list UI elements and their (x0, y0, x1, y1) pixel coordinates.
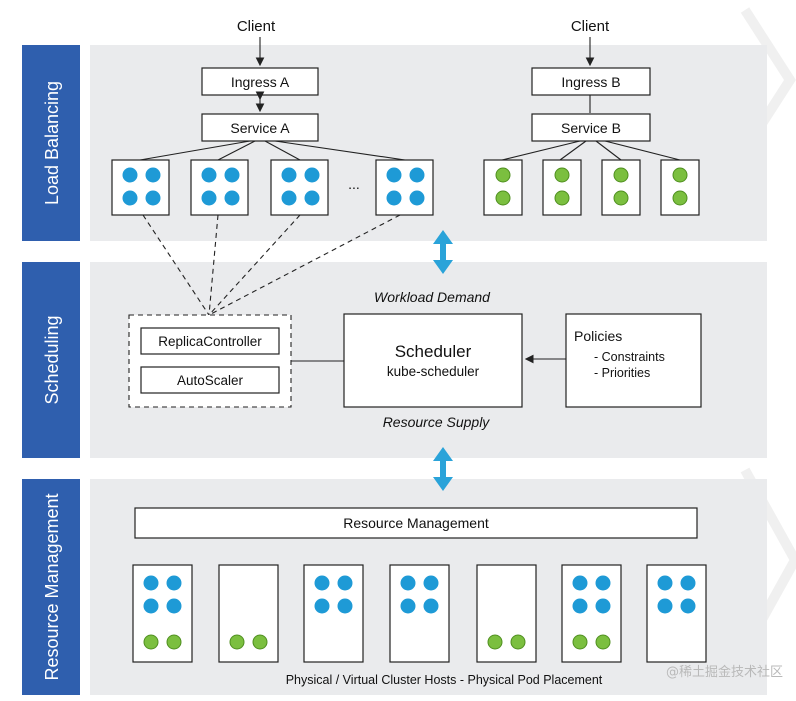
scheduler-title: Scheduler (395, 342, 472, 361)
band-title-load-balancing: Load Balancing (42, 81, 62, 205)
band-title-scheduling: Scheduling (42, 315, 62, 404)
service-a-node-3 (270, 159, 329, 216)
pod (122, 167, 138, 183)
service-b-node-3 (601, 159, 641, 216)
service-a-node-4 (375, 159, 434, 216)
controllers-group: ReplicaController AutoScaler (128, 314, 292, 408)
pod (672, 190, 688, 206)
pod (386, 190, 402, 206)
ellipsis-label: ... (348, 176, 360, 192)
ingress-b: Ingress B (531, 67, 651, 96)
pod (281, 190, 297, 206)
host-5 (476, 564, 537, 663)
policy-constraints: - Constraints (594, 350, 665, 364)
band-label-load-balancing (22, 45, 80, 241)
ingress-a: Ingress A (201, 67, 319, 96)
pod (201, 167, 217, 183)
ingress-a-label: Ingress A (231, 74, 290, 90)
pod (613, 190, 629, 206)
service-a-node-1 (111, 159, 170, 216)
band-label-resource-management (22, 479, 80, 695)
resource-management-bar-label: Resource Management (343, 515, 489, 531)
pod (554, 167, 570, 183)
pod (224, 167, 240, 183)
scheduler-box: Scheduler kube-scheduler (343, 313, 523, 408)
host-2 (218, 564, 279, 663)
pod (201, 190, 217, 206)
host-6 (561, 564, 622, 663)
pod (145, 190, 161, 206)
client-a-label: Client (237, 18, 276, 35)
double-arrow-icon (433, 447, 453, 491)
replica-controller-label: ReplicaController (158, 334, 262, 349)
service-a: Service A (201, 113, 319, 142)
band-title-resource-management: Resource Management (42, 493, 62, 680)
client-b-label: Client (571, 18, 610, 35)
service-b-node-4 (660, 159, 700, 216)
pod (224, 190, 240, 206)
pod (281, 167, 297, 183)
pod (409, 190, 425, 206)
pod (672, 167, 688, 183)
host-7 (646, 564, 707, 663)
ingress-b-label: Ingress B (561, 74, 620, 90)
host-1 (132, 564, 193, 663)
resource-management-bar: Resource Management (134, 507, 698, 539)
service-b-node-1 (483, 159, 523, 216)
service-a-label: Service A (230, 120, 290, 136)
service-a-node-2 (190, 159, 249, 216)
double-arrow-icon (433, 230, 453, 274)
pod (122, 190, 138, 206)
host-3 (303, 564, 364, 663)
service-b: Service B (531, 113, 651, 142)
scheduler-subtitle: kube-scheduler (387, 364, 480, 379)
service-b-node-2 (542, 159, 582, 216)
pod (554, 190, 570, 206)
service-b-fanout (501, 140, 681, 161)
pod (145, 167, 161, 183)
policies-box: Policies - Constraints - Priorities (565, 313, 702, 408)
policy-priorities: - Priorities (594, 366, 650, 380)
host-4 (389, 564, 450, 663)
controller-dashed-links (142, 214, 401, 316)
service-a-fanout (139, 140, 406, 161)
pod (495, 190, 511, 206)
replica-controller-box (140, 327, 280, 355)
watermark-text: @稀土掘金技术社区 (666, 664, 783, 680)
pod (304, 190, 320, 206)
pod (495, 167, 511, 183)
pod (613, 167, 629, 183)
band-label-scheduling (22, 262, 80, 458)
autoscaler-label: AutoScaler (177, 373, 244, 388)
client-a-group: Client (237, 18, 276, 67)
pod (386, 167, 402, 183)
hosts-caption: Physical / Virtual Cluster Hosts - Physi… (286, 673, 603, 687)
pod (304, 167, 320, 183)
workload-demand-label: Workload Demand (374, 289, 491, 305)
autoscaler-box (140, 366, 280, 394)
pod (409, 167, 425, 183)
policies-title: Policies (574, 328, 622, 344)
resource-supply-label: Resource Supply (383, 414, 491, 430)
client-b-group: Client (571, 18, 610, 67)
service-b-label: Service B (561, 120, 621, 136)
